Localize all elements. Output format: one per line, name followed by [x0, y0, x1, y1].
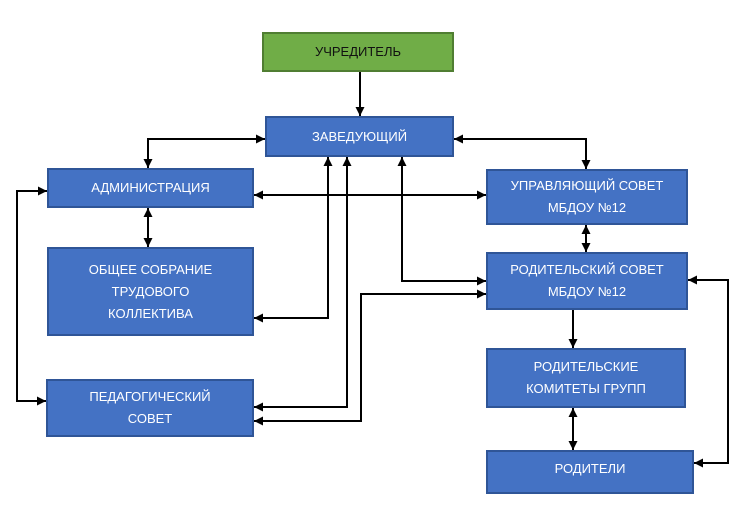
- connector-head-governing-council: [454, 134, 591, 169]
- node-pedagogical-council: ПЕДАГОГИЧЕСКИЙ СОВЕТ: [46, 379, 254, 437]
- node-governing-council-label: УПРАВЛЯЮЩИЙ СОВЕТ МБДОУ №12: [510, 178, 664, 215]
- connector-head-admin: [143, 134, 265, 168]
- node-parent-council-label: РОДИТЕЛЬСКИЙ СОВЕТ МБДОУ №12: [510, 262, 664, 299]
- connector-admin-pedagogical-council: [16, 186, 47, 406]
- node-head-label: ЗАВЕДУЮЩИЙ: [311, 128, 408, 144]
- node-governing-council: УПРАВЛЯЮЩИЙ СОВЕТ МБДОУ №12: [486, 169, 688, 225]
- connector-head-general-meeting: [254, 157, 333, 323]
- node-founder: УЧРЕДИТЕЛЬ: [262, 32, 454, 72]
- connector-parent-council-pedagogical-council: [254, 289, 486, 426]
- node-founder-label: УЧРЕДИТЕЛЬ: [314, 44, 402, 59]
- node-group-committees-label: РОДИТЕЛЬСКИЕ КОМИТЕТЫ ГРУПП: [526, 359, 646, 396]
- connector-head-parent-council: [397, 157, 486, 286]
- node-general-meeting: ОБЩЕЕ СОБРАНИЕ ТРУДОВОГО КОЛЛЕКТИВА: [47, 247, 254, 336]
- node-head: ЗАВЕДУЮЩИЙ: [265, 116, 454, 157]
- node-parents: РОДИТЕЛИ: [486, 450, 694, 494]
- node-pedagogical-council-label: ПЕДАГОГИЧЕСКИЙ СОВЕТ: [89, 389, 211, 426]
- connector-parent-council-parents: [688, 275, 729, 468]
- node-general-meeting-label: ОБЩЕЕ СОБРАНИЕ ТРУДОВОГО КОЛЛЕКТИВА: [88, 261, 213, 321]
- node-administration-label: АДМИНИСТРАЦИЯ: [91, 180, 210, 195]
- node-parent-council: РОДИТЕЛЬСКИЙ СОВЕТ МБДОУ №12: [486, 252, 688, 310]
- node-administration: АДМИНИСТРАЦИЯ: [47, 168, 254, 208]
- node-group-committees: РОДИТЕЛЬСКИЕ КОМИТЕТЫ ГРУПП: [486, 348, 686, 408]
- node-parents-label: РОДИТЕЛИ: [554, 461, 626, 476]
